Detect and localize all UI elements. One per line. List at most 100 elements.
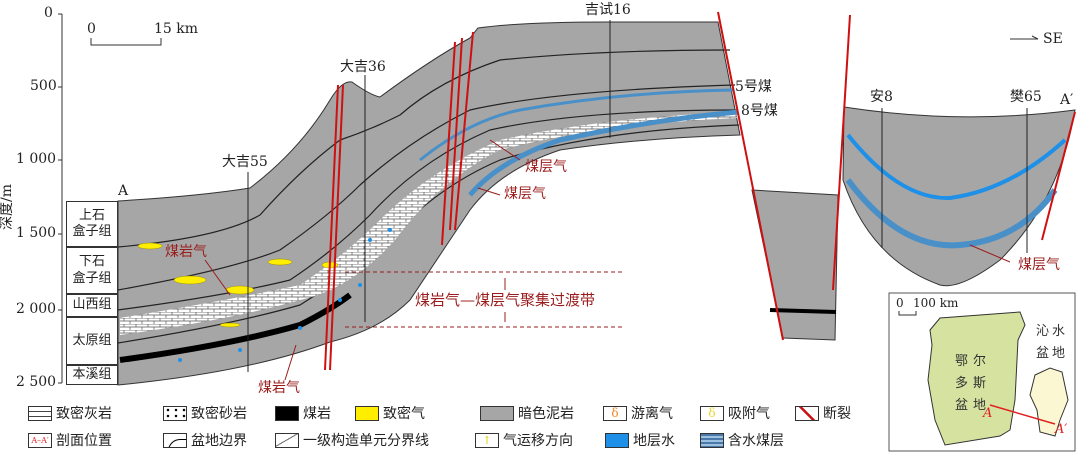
basin-char: 尔 — [973, 354, 987, 369]
legend-label: 致密灰岩 — [56, 406, 112, 422]
well-label: 樊65 — [1010, 89, 1042, 105]
cbm-label: 煤层气 — [504, 186, 546, 202]
legend-label: 盆地边界 — [191, 433, 247, 449]
direction-arrow — [1010, 35, 1039, 40]
well-label: 吉试16 — [585, 2, 631, 18]
legend-label: 吸附气 — [728, 406, 770, 422]
ordos-basin-shape — [927, 311, 1026, 446]
tick-0: 0 — [44, 5, 53, 21]
qinshui-basin-label: 沁水 盆地 — [1036, 320, 1068, 361]
depth-axis-label: 深度/m — [0, 184, 15, 230]
inset-scale-zero: 0 — [896, 296, 904, 310]
tick-500: 500 — [30, 78, 57, 94]
formation-water-syncline — [846, 133, 1067, 201]
legend-label: 一级构造单元分界线 — [303, 433, 429, 449]
legend-label: 剖面位置 — [56, 433, 112, 449]
coal-seam-8-label: 8号煤 — [741, 103, 778, 119]
legend-label: 含水煤层 — [728, 433, 784, 449]
coal-rock-gas-label: 煤岩气 — [258, 380, 300, 396]
legend-item: A–A′剖面位置 — [28, 430, 112, 450]
legend-item: 含水煤层 — [700, 430, 784, 450]
legend-item: ↑气运移方向 — [475, 430, 573, 450]
inset-section-line — [989, 404, 1056, 425]
legend-label: 致密气 — [383, 406, 425, 422]
basin-char: 斯 — [973, 376, 987, 391]
tectonic-boundary-icon — [275, 432, 299, 448]
depth-axis — [58, 13, 63, 384]
formation-water-syncline-lower — [845, 178, 1058, 249]
free-gas-icon: δ — [603, 405, 627, 421]
coal-seam-5-label: 5号煤 — [735, 79, 772, 95]
formation-shanxi: 山西组 — [66, 294, 118, 317]
tick-1500: 1 500 — [16, 225, 57, 241]
legend-label: 暗色泥岩 — [518, 406, 574, 422]
legend-label: 煤岩 — [303, 406, 331, 422]
well-label: 大吉55 — [222, 154, 268, 170]
gas-migration-arrow-icon: ↑ — [475, 432, 499, 448]
middle-section-block — [751, 189, 839, 341]
water-bearing-coal-icon — [700, 432, 724, 448]
legend-item: 盆地边界 — [163, 430, 247, 450]
legend-label: 地层水 — [633, 433, 675, 449]
legend-label: 致密砂岩 — [191, 406, 247, 422]
mudstone-fill-icon — [480, 405, 514, 421]
main-section-block — [117, 21, 741, 386]
direction-label: SE — [1043, 31, 1063, 47]
formation-water-layer — [468, 109, 739, 197]
tick-2000: 2 000 — [16, 301, 57, 317]
formation-water-dots — [178, 228, 392, 362]
formation-lower-shihezi: 下石 盒子组 — [66, 247, 118, 294]
basin-char: 地 — [1052, 346, 1066, 361]
formation-taiyuan: 太原组 — [66, 317, 118, 365]
annotation-leaders — [204, 139, 1011, 381]
section-location-icon: A–A′ — [28, 432, 52, 448]
basin-char: 盆 — [955, 398, 969, 413]
well-label: 大吉36 — [340, 59, 386, 75]
scale-bar — [90, 38, 162, 46]
formation-benxi: 本溪组 — [66, 365, 118, 385]
section-start-label: A — [118, 183, 129, 199]
basin-char: 地 — [973, 398, 987, 413]
tight-gas-lenses — [137, 242, 339, 328]
tick-2500: 2 500 — [16, 374, 57, 390]
ordos-basin-label: 鄂尔 多斯 盆地 — [955, 350, 991, 413]
scale-end: 15 km — [154, 21, 199, 37]
legend-item: 致密气 — [355, 403, 425, 423]
coal-layer — [119, 292, 352, 363]
tight-gas-icon — [355, 405, 379, 421]
section-end-label: A′ — [1060, 92, 1074, 108]
cbm-label: 煤层气 — [525, 159, 567, 175]
legend-label: 游离气 — [631, 406, 673, 422]
coal-rock-gas-label: 煤岩气 — [165, 244, 207, 260]
basin-char: 沁 — [1036, 324, 1050, 339]
tick-1000: 1 000 — [16, 151, 57, 167]
inset-point-a: A — [983, 406, 993, 421]
legend-item: 地层水 — [605, 430, 675, 450]
faults — [324, 11, 1076, 371]
cbm-label: 煤层气 — [1018, 257, 1060, 273]
legend-item: 致密砂岩 — [163, 403, 247, 423]
basin-char: 水 — [1052, 324, 1066, 339]
sandstone-dots-icon — [163, 405, 187, 421]
basin-char: 盆 — [1036, 346, 1050, 361]
coal-layer-middle — [769, 308, 837, 314]
basin-boundary-icon — [163, 432, 187, 448]
legend-item: 暗色泥岩 — [480, 403, 574, 423]
well-lines — [247, 20, 1028, 372]
legend-item: 一级构造单元分界线 — [275, 430, 429, 450]
limestone-pattern-icon — [28, 405, 52, 421]
legend-item: 煤岩 — [275, 403, 331, 423]
legend-label: 断裂 — [823, 406, 851, 422]
adsorbed-gas-icon: δ — [700, 405, 724, 421]
basin-char: 多 — [955, 376, 969, 391]
formation-water-icon — [605, 432, 629, 448]
well-label: 安8 — [870, 89, 893, 105]
legend-label: 气运移方向 — [503, 433, 573, 449]
inset-scale-bar — [898, 311, 917, 316]
fault-icon — [795, 405, 819, 421]
basin-char: 鄂 — [955, 354, 969, 369]
